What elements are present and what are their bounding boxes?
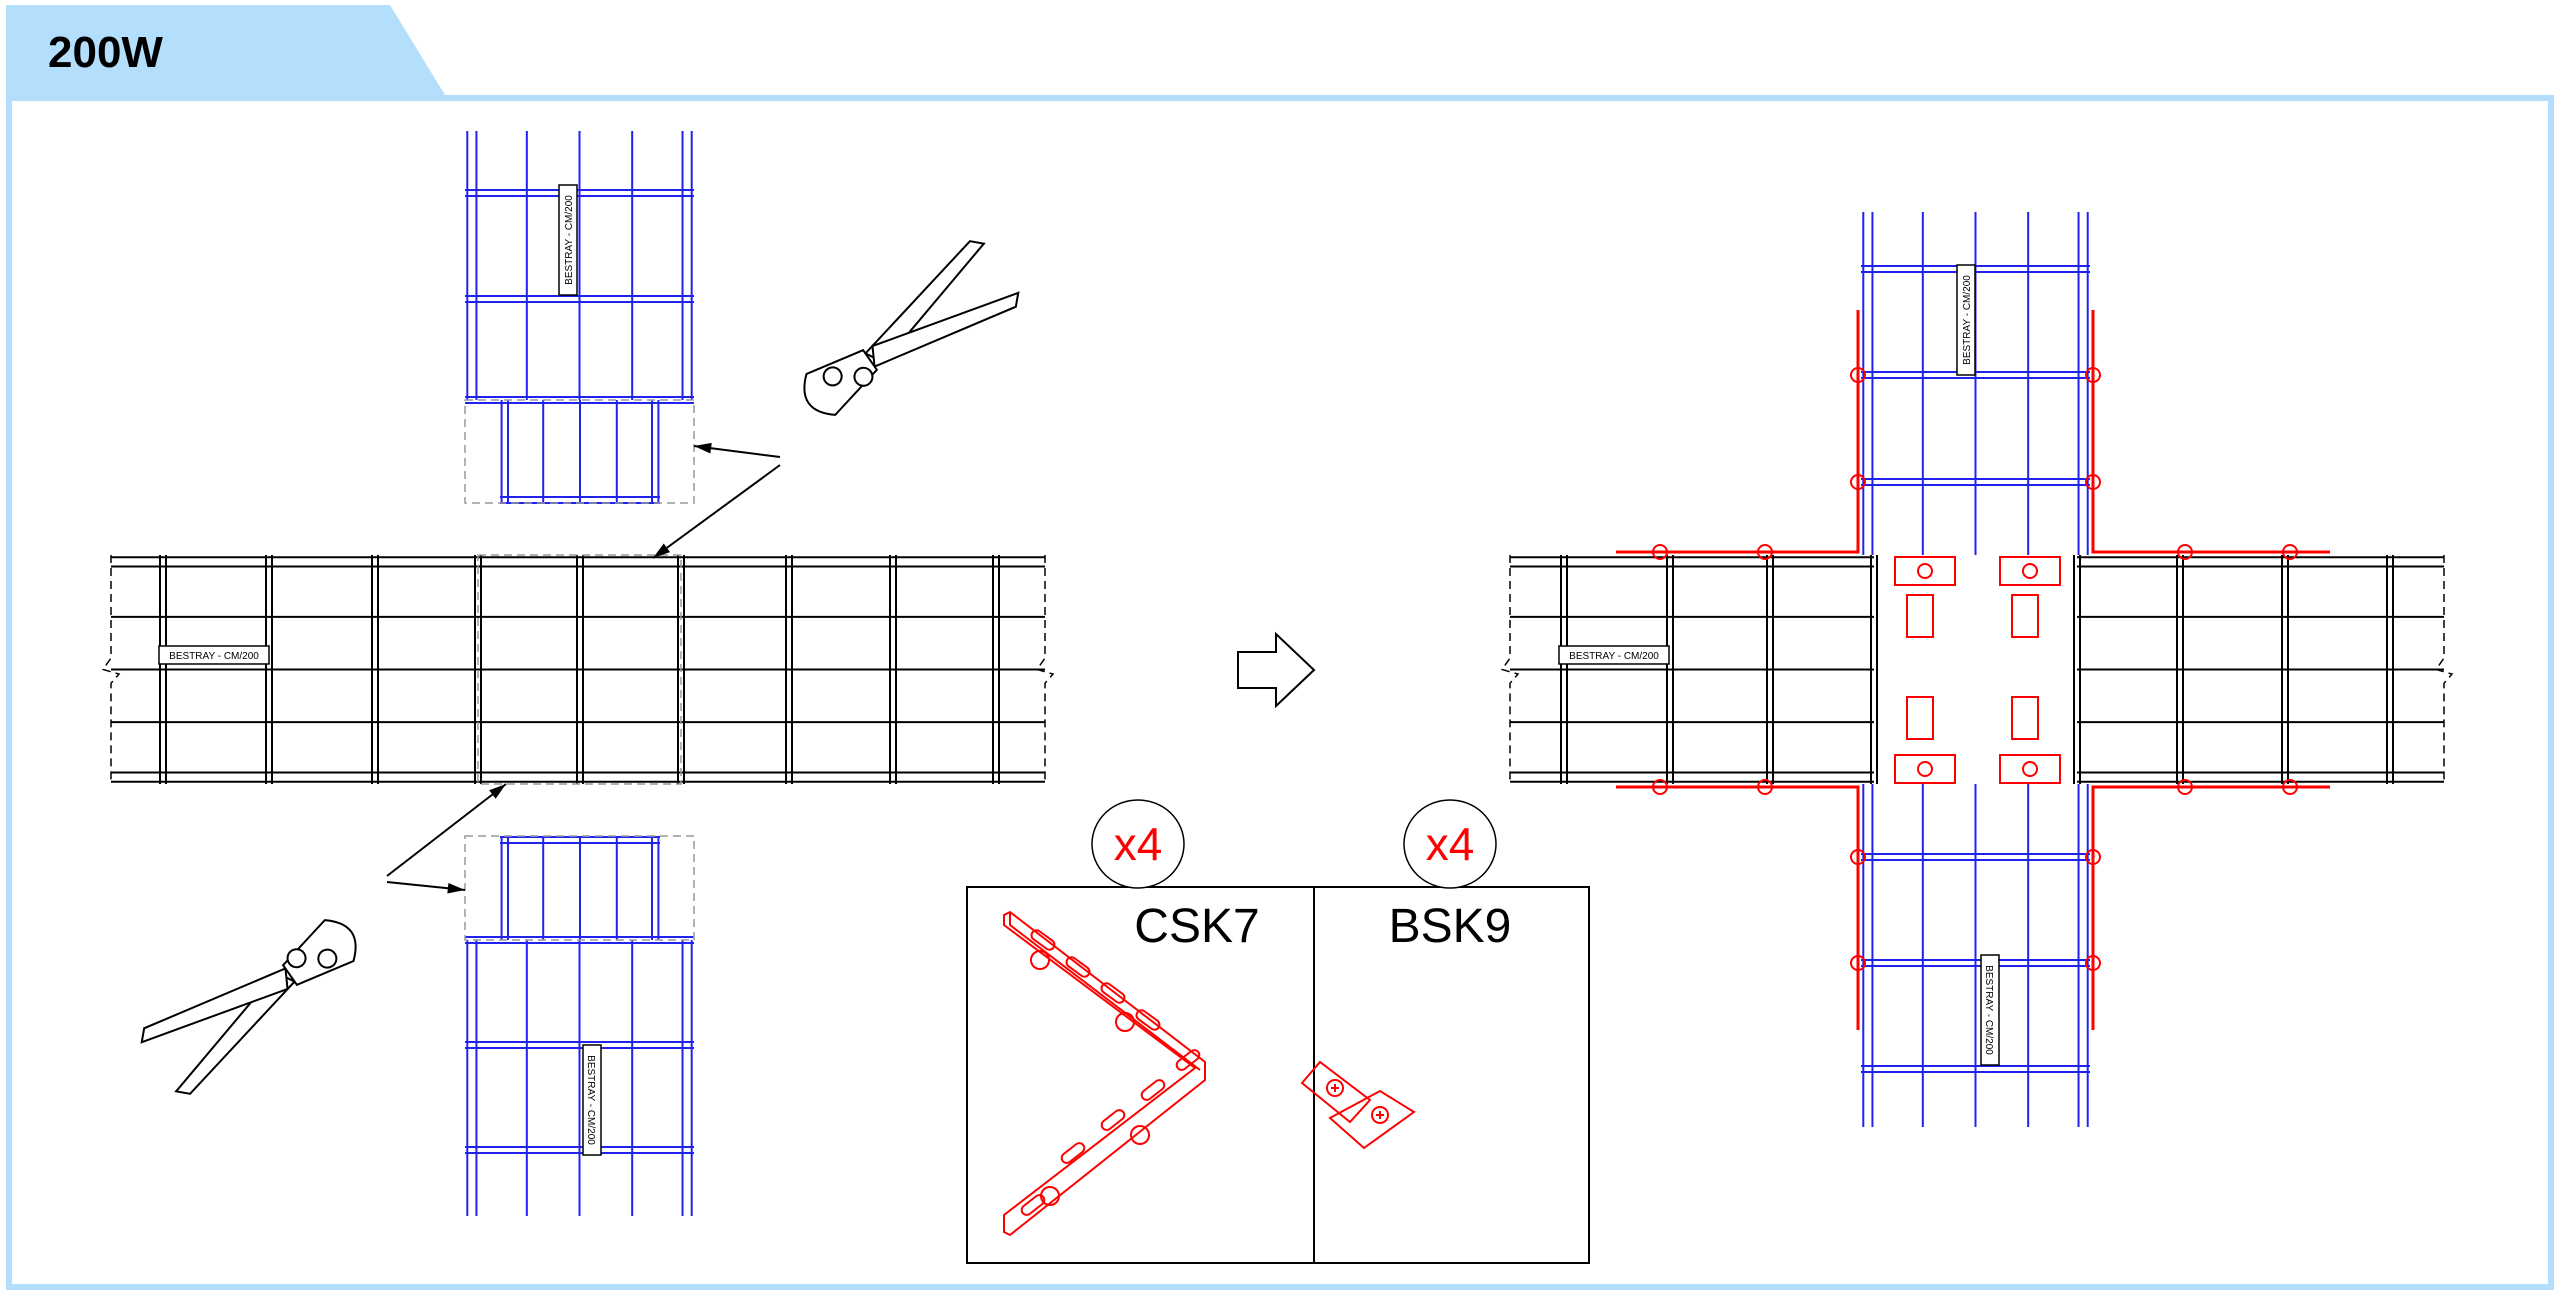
branch-tray-top-left-cut — [500, 400, 660, 504]
csk7-label: CSK7 — [1134, 900, 1259, 953]
quantity-circle-csk7 — [1091, 799, 1185, 889]
bsk9-splice-icon — [1300, 1060, 1416, 1150]
bsk9-splice — [1999, 556, 2061, 586]
bolt-icon — [1757, 779, 1773, 795]
branch-tray-top-left — [465, 131, 694, 404]
arrow-to-main-cut-top-head-icon — [653, 543, 671, 558]
assembled-branch-top — [1861, 212, 2090, 555]
screw-icon — [2022, 563, 2038, 579]
cut-outline-bottom — [464, 835, 695, 941]
tray-label-assembled: BESTRAY - CM/200 — [1558, 645, 1670, 665]
bolt-icon — [1850, 367, 1866, 383]
label-plate — [1956, 264, 1976, 376]
break-line — [1500, 555, 1520, 784]
bolt-icon — [1652, 544, 1668, 560]
arrow-to-bottom-cut-head-icon — [447, 882, 465, 894]
quantity-circle-bsk9 — [1403, 799, 1497, 889]
cut-section-outline — [477, 554, 682, 785]
branch-tray-bottom-left — [465, 936, 694, 1216]
tray-label-text: BESTRAY - CM/200 — [1983, 965, 1994, 1055]
arrow-to-main-cut-bottom — [386, 783, 507, 877]
handle — [871, 291, 1020, 369]
assembled-branch-bottom — [1861, 784, 2090, 1127]
bsk9-splice-plate — [2011, 594, 2039, 638]
handle — [174, 971, 297, 1095]
connectors — [1616, 310, 2330, 1030]
bsk9-splice — [1894, 556, 1956, 586]
csk7-bracket — [1616, 785, 1860, 1030]
arrow-to-top-cut-head-icon — [694, 442, 712, 454]
break-line — [2434, 555, 2454, 784]
assembled-main-tray — [1500, 555, 2454, 784]
bsk9-splice-plate — [2011, 696, 2039, 740]
label-plate — [1980, 954, 2000, 1066]
bolt-icon — [1652, 779, 1668, 795]
bolt-icon — [2085, 367, 2101, 383]
bolt-icon — [2177, 544, 2193, 560]
bolt-icon — [2282, 544, 2298, 560]
tray-label-assembled-top: BESTRAY - CM/200 — [1956, 264, 1976, 376]
csk7-bracket-icon — [1003, 910, 1206, 1237]
pivot — [822, 366, 843, 387]
process-arrow-icon — [1237, 631, 1316, 709]
screw-icon — [1917, 761, 1933, 777]
tray-label-text: BESTRAY - CM/200 — [585, 1055, 596, 1145]
label-plate — [582, 1044, 602, 1156]
tray-label-bottom-left: BESTRAY - CM/200 — [582, 1044, 602, 1156]
tray-label-left: BESTRAY - CM/200 — [158, 645, 270, 665]
bolt-icon — [1850, 474, 1866, 490]
page-title: 200W — [48, 28, 163, 77]
bsk9-splice — [1894, 754, 1956, 784]
arrow-to-main-cut-top — [652, 464, 781, 559]
header-tab — [6, 5, 445, 95]
label-plate — [1558, 645, 1670, 665]
bolt-cutter-bottom-icon — [140, 919, 357, 1095]
tray-label-text: BESTRAY - CM/200 — [1962, 275, 1973, 365]
screw-icon — [1917, 563, 1933, 579]
break-line — [1035, 555, 1055, 784]
bsk9-splice-plate — [1906, 594, 1934, 638]
tray-label-text: BESTRAY - CM/200 — [1569, 651, 1659, 662]
parts-box: x4 x4 CSK7 BSK9 — [966, 799, 1590, 1264]
bolt-cutter-top-icon — [803, 240, 1020, 416]
pivot — [853, 366, 874, 387]
csk7-bracket — [2091, 785, 2330, 1030]
main-tray-left — [101, 555, 1055, 784]
handle — [863, 240, 986, 364]
bolt-icon — [2282, 779, 2298, 795]
bolt-icon — [1850, 955, 1866, 971]
pivot — [286, 948, 307, 969]
bolt-icon — [2177, 779, 2193, 795]
bsk9-splice-plate — [1906, 696, 1934, 740]
bsk9-splice — [1999, 754, 2061, 784]
tray-label-text: BESTRAY - CM/200 — [564, 195, 575, 285]
bolt-icon — [1850, 849, 1866, 865]
arrow-to-main-cut-bottom-head-icon — [489, 784, 506, 799]
label-plate — [558, 184, 578, 296]
content-frame — [6, 95, 2554, 1290]
label-plate — [158, 645, 270, 665]
bsk9-quantity: x4 — [1426, 818, 1475, 870]
csk7-quantity: x4 — [1114, 818, 1163, 870]
tray-label-text: BESTRAY - CM/200 — [169, 651, 259, 662]
bolt-icon — [2085, 474, 2101, 490]
annotations — [140, 240, 1020, 1095]
csk7-bracket — [2091, 310, 2330, 554]
bolt-icon — [1757, 544, 1773, 560]
tray-label-assembled-bottom: BESTRAY - CM/200 — [1980, 954, 2000, 1066]
tray-label-top-left: BESTRAY - CM/200 — [558, 184, 578, 296]
screw-icon — [2022, 761, 2038, 777]
csk7-bracket — [1616, 310, 1860, 554]
cut-outline-top — [464, 399, 695, 504]
handle — [140, 966, 289, 1044]
break-line — [101, 555, 121, 784]
bolt-icon — [2085, 849, 2101, 865]
pivot — [317, 948, 338, 969]
bsk9-label: BSK9 — [1389, 900, 1512, 953]
bolt-icon — [2085, 955, 2101, 971]
branch-tray-bottom-left-cut — [500, 836, 660, 940]
